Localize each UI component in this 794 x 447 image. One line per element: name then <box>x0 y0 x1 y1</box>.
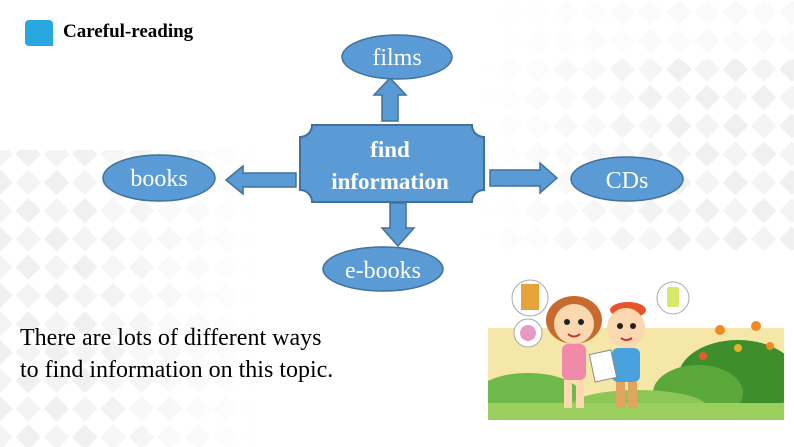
caption-text: There are lots of different ways to find… <box>20 322 440 386</box>
center-node: find information <box>299 124 485 203</box>
arrow-left <box>224 164 297 196</box>
children-reading-illustration <box>488 268 784 420</box>
node-cds: CDs <box>570 156 684 202</box>
speech-bubble-icon <box>25 20 53 46</box>
section-header: Careful-reading <box>25 18 193 46</box>
caption-line-1: There are lots of different ways <box>20 325 322 351</box>
node-cds-label: CDs <box>606 168 649 194</box>
center-label-line1: find <box>370 137 410 162</box>
header-title: Careful-reading <box>63 21 194 42</box>
caption-line-2: to find information on this topic. <box>20 357 334 383</box>
node-films-label: films <box>372 45 421 71</box>
node-ebooks: e-books <box>322 246 444 292</box>
center-label-line2: information <box>331 169 449 194</box>
arrow-up <box>372 76 408 122</box>
node-books: books <box>102 154 216 202</box>
node-ebooks-label: e-books <box>345 258 421 284</box>
node-books-label: books <box>130 166 187 192</box>
arrow-right <box>489 161 559 195</box>
arrow-down <box>380 202 416 248</box>
node-films: films <box>341 34 453 80</box>
